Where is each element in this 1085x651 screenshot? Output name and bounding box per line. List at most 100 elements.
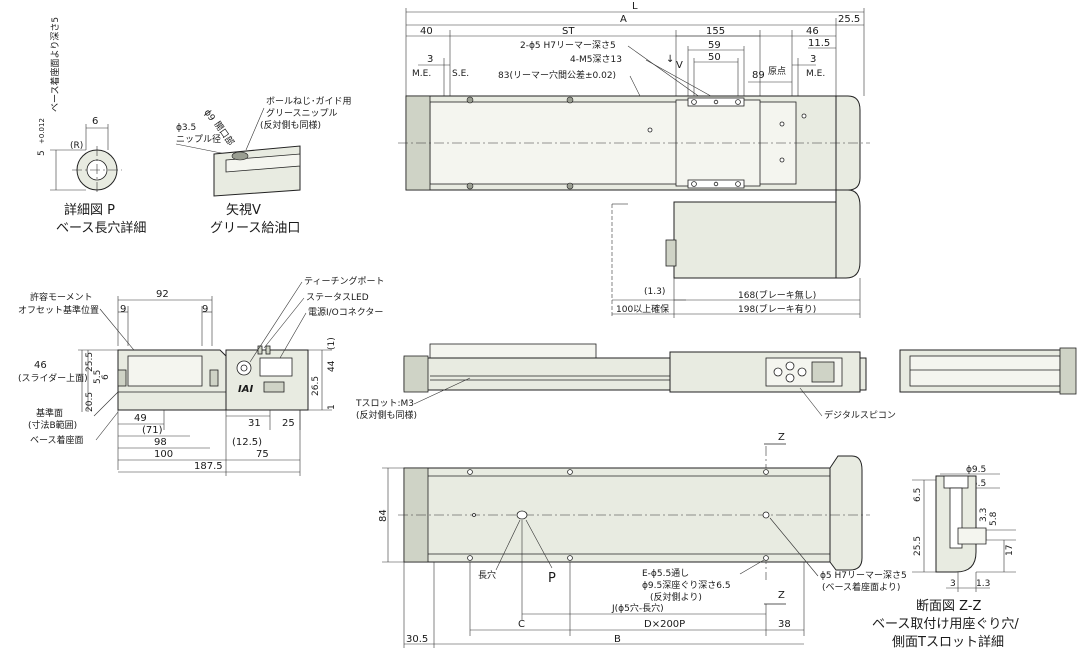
dim-9-right: 9 — [202, 304, 208, 315]
dim-46-top: 46 — [806, 26, 819, 37]
dim-A: A — [620, 14, 627, 25]
dim-9-left: 9 — [120, 304, 126, 315]
dim-25: 25 — [282, 418, 295, 429]
arrow-v-glyph: ↓ — [666, 54, 674, 65]
dim-187-5: 187.5 — [194, 461, 223, 472]
bottom-end-cap — [829, 455, 863, 571]
tol-detail: +0.012 — [38, 118, 46, 144]
label-P: P — [548, 571, 556, 586]
dim-89: 89 — [752, 70, 765, 81]
power-connector — [259, 357, 293, 377]
dim-3-left: 3 — [427, 54, 433, 65]
label-ref-2: (寸法B範囲) — [28, 419, 77, 431]
dim-1-3-zz: 1.3 — [976, 579, 990, 589]
side-view: Tスロット:M3 (反対側も同様) デジタルスピコン — [355, 343, 896, 421]
dim-1-3-top: (1.3) — [644, 287, 665, 297]
label-slider: (スライダー上面) — [18, 372, 88, 384]
caption-detail-p-2: ベース長穴詳細 — [56, 220, 146, 236]
dim-J: J(ϕ5穴-長穴) — [611, 602, 664, 614]
label-offset-1: 許容モーメント — [30, 291, 93, 303]
label-se: S.E. — [452, 69, 469, 79]
label-offset-2: オフセット基準位置 — [18, 304, 99, 316]
note-m5: 4-M5深さ13 — [570, 54, 622, 65]
label-origin: 原点 — [768, 66, 786, 77]
note-reamer: 2-ϕ5 H7リーマー深さ5 — [520, 40, 616, 51]
dim-25-5: 25.5 — [838, 14, 860, 25]
caption-zz-3: 側面Tスロット詳細 — [892, 634, 1004, 650]
label-z-top: Z — [778, 432, 785, 443]
note-e-3: (反対側より) — [650, 591, 702, 603]
dim-ST: ST — [562, 26, 575, 37]
grease-nipple — [231, 151, 249, 161]
rear-view — [899, 347, 1077, 395]
dim-92: 92 — [156, 289, 169, 300]
note-h7-1: ϕ5 H7リーマー深さ5 — [820, 570, 907, 581]
long-hole — [516, 510, 528, 520]
caption-view-v: 矢視V — [226, 203, 261, 218]
dim-6-end: 6 — [101, 374, 111, 380]
dim-11-5: 11.5 — [808, 38, 830, 49]
dim-155: 155 — [706, 26, 725, 37]
label-pcon: デジタルスピコン — [824, 409, 896, 421]
label-R: (R) — [70, 141, 83, 151]
dim-71: (71) — [142, 425, 163, 436]
motor-block — [673, 201, 837, 279]
dim-40: 40 — [420, 26, 433, 37]
section-zz: ϕ9.5 ϕ5.5 6.5 25.5 3.3 5.8 17 3 1.3 断面図 … — [872, 465, 1019, 650]
label-long-hole: 長穴 — [478, 569, 496, 581]
note-pitch: 83(リーマー穴間公差±0.02) — [498, 69, 616, 81]
dim-L: L — [632, 1, 638, 12]
reamer-hole — [762, 511, 770, 519]
label-z-bottom: Z — [778, 590, 785, 601]
dim-75: 75 — [256, 449, 269, 460]
label-tslot-1: Tスロット:M3 — [355, 399, 414, 409]
dim-26-5: 26.5 — [311, 376, 321, 396]
dim-84: 84 — [378, 509, 389, 522]
dim-5-8-zz: 5.8 — [989, 511, 999, 526]
label-me-left: M.E. — [412, 69, 431, 79]
dim-3-right: 3 — [810, 54, 816, 65]
dim-6-5-zz: 6.5 — [913, 488, 923, 502]
label-status: ステータスLED — [306, 292, 369, 303]
label-me-right: M.E. — [806, 69, 825, 79]
dim-3-zz: 3 — [950, 579, 956, 589]
dim-49: 49 — [134, 413, 147, 424]
motor-end-cap — [835, 189, 861, 279]
detail-p: 5 +0.012 ベース着座面より深さ5 6 (R) 詳細図 P ベース長穴詳細 — [37, 17, 146, 236]
end-slider-face — [127, 355, 203, 387]
caption-view-v-2: グリース給油口 — [210, 221, 300, 236]
side-end-left — [403, 355, 429, 393]
dim-phi95: ϕ9.5 — [966, 465, 986, 475]
bottom-view: Z Z 84 長穴 P E-ϕ5.5通し ϕ9.5深座ぐり深さ6.5 (反対側よ… — [378, 432, 907, 648]
note-198: 198(ブレーキ有り) — [738, 303, 816, 315]
dim-100: 100 — [154, 449, 173, 460]
note-grease-3: (反対側も同様) — [260, 119, 321, 131]
note-e-1: E-ϕ5.5通し — [642, 568, 689, 579]
dim-C: C — [518, 619, 525, 630]
dim-D: D×200P — [644, 619, 685, 630]
dim-phi9: ϕ9 — [202, 108, 217, 124]
dim-31: 31 — [248, 418, 261, 429]
dim-6-detail: 6 — [92, 116, 98, 127]
note-depth: ベース着座面より深さ5 — [49, 17, 61, 112]
label-ref-1: 基準面 — [36, 407, 63, 419]
note-168: 168(ブレーキ無し) — [738, 289, 816, 301]
dim-25-5-zz: 25.5 — [913, 536, 923, 556]
top-view: L A 25.5 40 ST 46 155 11.5 59 50 3 3 — [398, 1, 870, 318]
cable-stub — [665, 239, 677, 267]
caption-zz-1: 断面図 Z-Z — [916, 599, 982, 614]
note-V: V — [676, 60, 683, 71]
view-v: ボールねじ･ガイド用 グリースニップル (反対側も同様) ϕ9 開口部 ϕ3.5… — [175, 96, 352, 236]
iai-logo: IAI — [238, 384, 253, 395]
label-teaching: ティーチングポート — [304, 275, 384, 287]
label-nipple: ニップル径 — [176, 133, 221, 145]
dim-59: 59 — [708, 40, 721, 51]
label-tslot-2: (反対側も同様) — [356, 409, 417, 421]
dim-5-detail: 5 — [37, 150, 47, 156]
dim-30-5: 30.5 — [406, 634, 428, 645]
dim-12-5: (12.5) — [232, 437, 262, 448]
note-e-2: ϕ9.5深座ぐり深さ6.5 — [642, 579, 731, 591]
dim-5-5-end: 5.5 — [93, 370, 103, 384]
dim-1-bottom: 1 — [327, 404, 337, 410]
